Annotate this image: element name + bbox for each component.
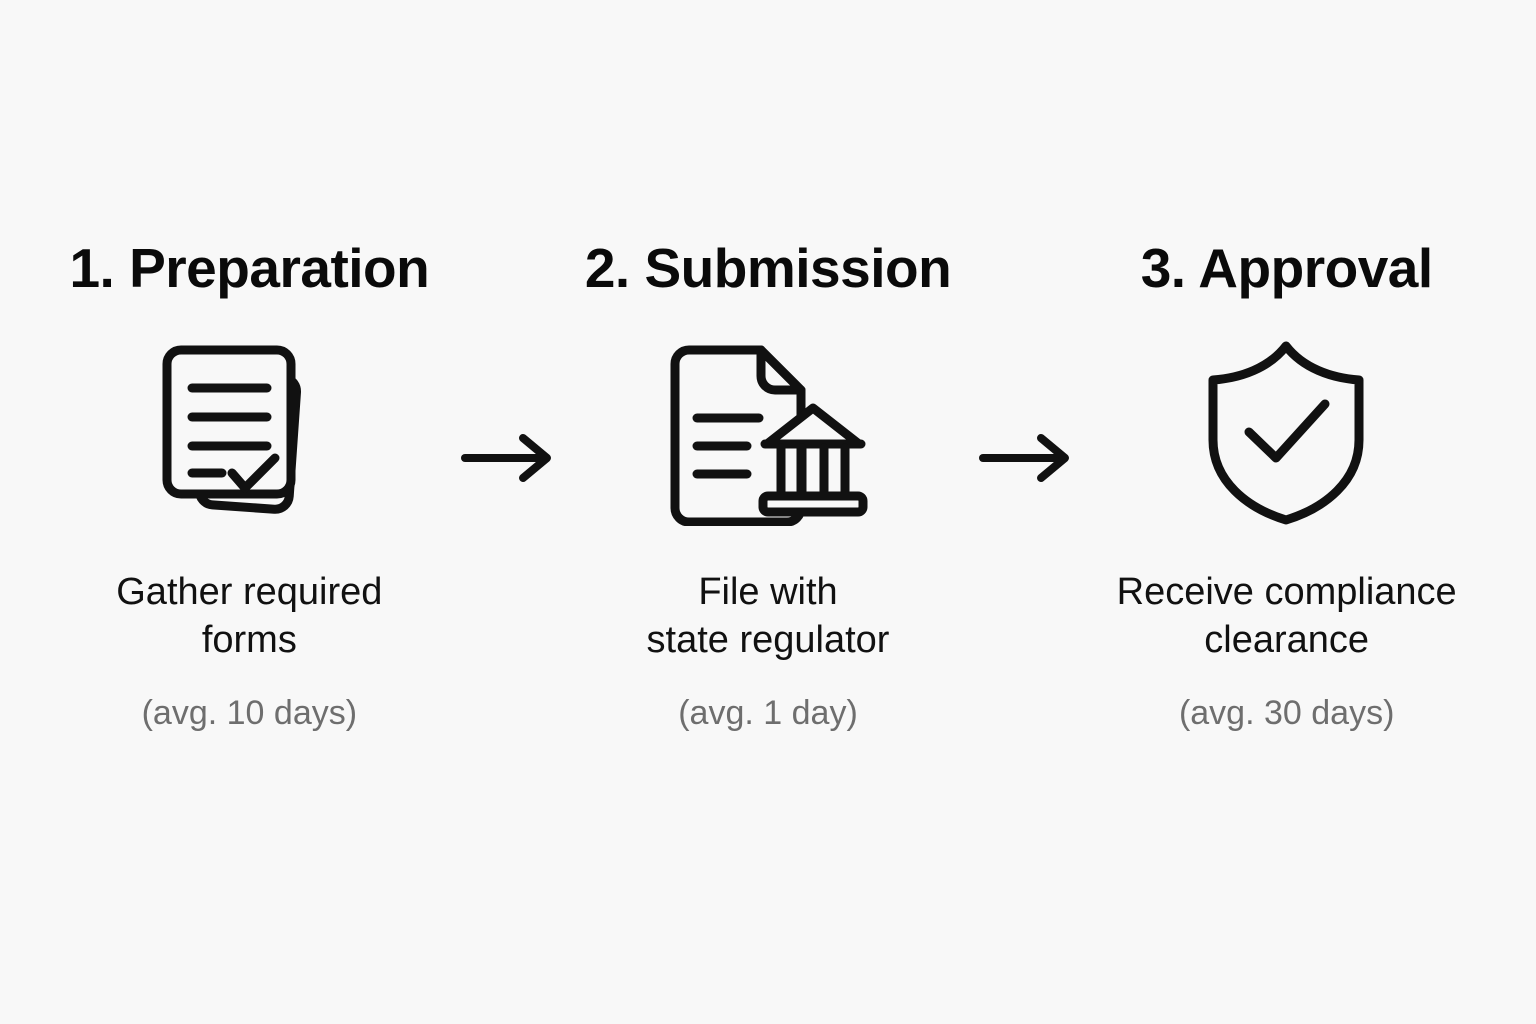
process-step-preparation: 1. Preparation [50, 237, 449, 734]
document-with-government-building-icon [661, 336, 876, 526]
step-caption: Receive compliance clearance [1116, 570, 1457, 662]
arrow-right-icon [460, 434, 551, 482]
process-step-submission: 2. Submission [569, 237, 968, 734]
step-duration-label: (avg. 30 days) [1178, 694, 1395, 732]
step-title: 3. Approval [1140, 237, 1433, 299]
process-flow: 1. Preparation [50, 237, 1486, 734]
connector-2 [967, 240, 1087, 486]
stacked-documents-checkmark-icon [159, 336, 339, 526]
step-title: 2. Submission [584, 237, 952, 299]
arrow-right-icon [979, 434, 1070, 482]
shield-checkmark-icon [1199, 336, 1374, 526]
process-step-approval: 3. Approval Receive compliance clearance… [1087, 237, 1486, 734]
step-title: 1. Preparation [69, 237, 430, 299]
connector-1 [449, 240, 569, 486]
step-caption: File with state regulator [646, 570, 890, 662]
step-caption: Gather required forms [116, 570, 383, 662]
step-duration-label: (avg. 1 day) [678, 694, 858, 732]
step-duration-label: (avg. 10 days) [141, 694, 358, 732]
